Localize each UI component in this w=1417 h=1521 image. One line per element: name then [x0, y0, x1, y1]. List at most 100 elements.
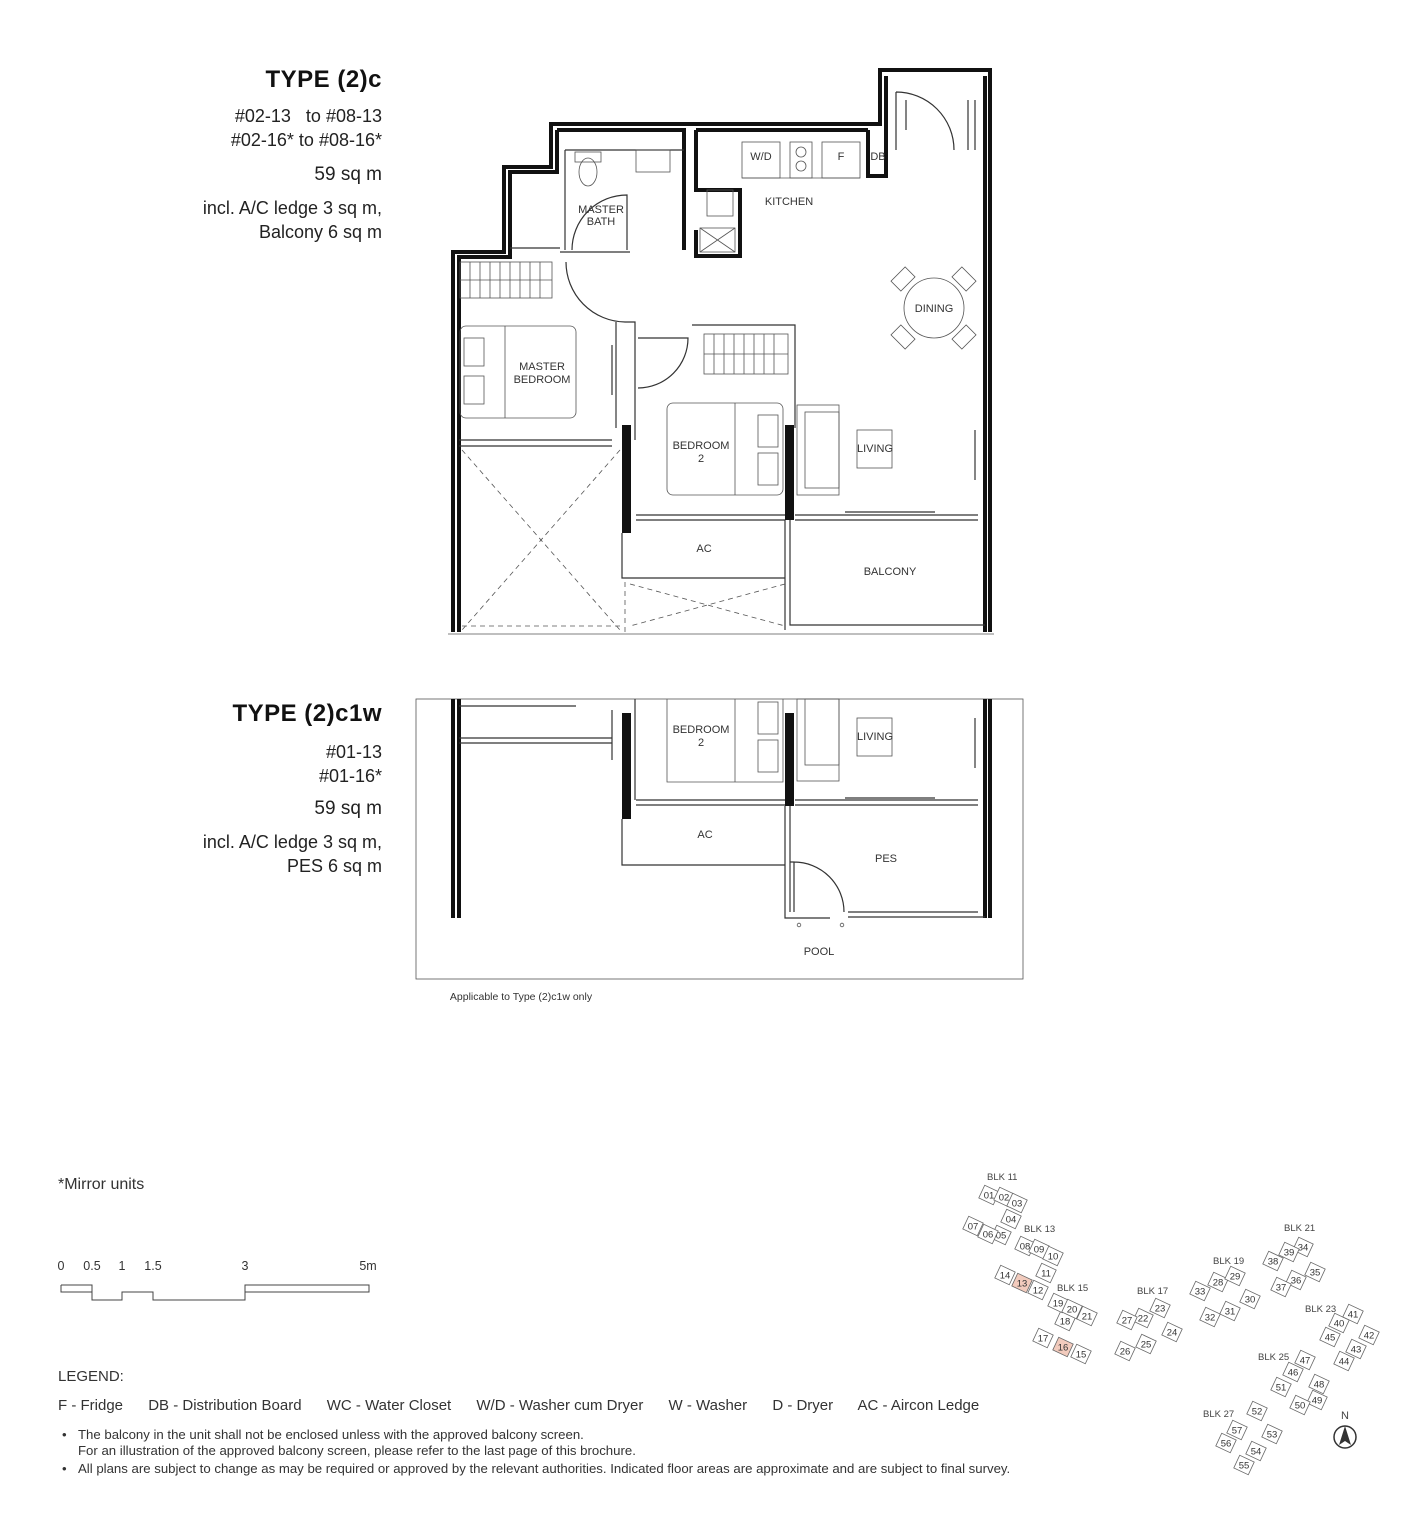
- type-2c-info: TYPE (2)c #02-13 to #08-13 #02-16* to #0…: [203, 66, 382, 244]
- site-unit-label: 45: [1325, 1333, 1336, 1344]
- north-label: N: [1341, 1410, 1349, 1422]
- blk-19-label: BLK 19: [1213, 1256, 1244, 1267]
- site-unit-label: 10: [1048, 1252, 1059, 1263]
- label-bedroom2-2: 2: [698, 453, 704, 465]
- label-living: LIVING: [857, 443, 893, 455]
- site-unit-46: 46: [1282, 1361, 1304, 1383]
- type-2c1w-area: 59 sq m: [314, 798, 382, 819]
- blk-15-label: BLK 15: [1057, 1283, 1088, 1294]
- site-unit-label: 41: [1348, 1310, 1359, 1321]
- site-unit-label: 28: [1213, 1278, 1224, 1289]
- site-unit-label: 37: [1276, 1283, 1287, 1294]
- site-unit-label: 15: [1076, 1350, 1087, 1361]
- note-balcony-line-2: For an illustration of the approved balc…: [78, 1442, 636, 1458]
- legend-item-dryer: D - Dryer: [772, 1397, 834, 1414]
- site-unit-label: 04: [1006, 1215, 1017, 1226]
- site-unit-label: 46: [1288, 1368, 1299, 1379]
- blk-11-label: BLK 11: [987, 1172, 1017, 1183]
- site-unit-label: 32: [1205, 1313, 1216, 1324]
- site-unit-14: 14: [994, 1264, 1016, 1286]
- type-2c1w-title: TYPE (2)c1w: [232, 700, 382, 727]
- type-2c-incl-2: Balcony 6 sq m: [258, 222, 382, 242]
- legend-title: LEGEND:: [58, 1368, 124, 1385]
- site-unit-label: 51: [1276, 1383, 1287, 1394]
- type-2c1w-incl-2: PES 6 sq m: [286, 856, 382, 876]
- site-unit-label: 43: [1351, 1345, 1362, 1356]
- site-unit-label: 57: [1232, 1426, 1243, 1437]
- legend-item-fridge: F - Fridge: [58, 1397, 124, 1414]
- mirror-note: *Mirror units: [58, 1176, 145, 1193]
- site-unit-label: 35: [1310, 1268, 1321, 1279]
- label-master-bath-1: MASTER: [578, 204, 624, 216]
- site-unit-16: 16: [1052, 1336, 1074, 1358]
- site-unit-label: 49: [1312, 1396, 1323, 1407]
- site-unit-label: 19: [1053, 1299, 1064, 1310]
- site-unit-label: 40: [1334, 1319, 1345, 1330]
- site-unit-label: 53: [1267, 1430, 1278, 1441]
- site-unit-label: 07: [968, 1222, 979, 1233]
- site-unit-49: 49: [1306, 1389, 1328, 1411]
- site-unit-label: 16: [1058, 1343, 1069, 1354]
- label-ac: AC: [696, 543, 711, 555]
- site-unit-label: 26: [1120, 1347, 1131, 1358]
- legend-item-ac: AC - Aircon Ledge: [857, 1397, 980, 1414]
- site-unit-22: 22: [1132, 1307, 1154, 1329]
- label-c1w-ac: AC: [697, 829, 712, 841]
- site-unit-label: 17: [1038, 1334, 1049, 1345]
- note-plans: All plans are subject to change as may b…: [62, 1461, 1010, 1477]
- site-unit-40: 40: [1328, 1312, 1350, 1334]
- site-unit-label: 14: [1000, 1271, 1011, 1282]
- site-unit-label: 36: [1291, 1276, 1302, 1287]
- floor-plan-type-2c: [448, 68, 994, 635]
- note-plans-line-1: All plans are subject to change as may b…: [78, 1461, 1011, 1476]
- scale-tick-3: 3: [242, 1259, 249, 1273]
- site-unit-13: 13: [1011, 1272, 1033, 1294]
- site-unit-07: 07: [962, 1215, 984, 1237]
- label-wd: W/D: [750, 151, 771, 163]
- site-unit-56: 56: [1215, 1432, 1237, 1454]
- scale-tick-5m: 5m: [359, 1259, 376, 1273]
- type-2c-units-2: #02-16* to #08-16*: [230, 130, 382, 150]
- site-unit-label: 31: [1225, 1307, 1236, 1318]
- label-c1w-bedroom2-1: BEDROOM: [673, 724, 730, 736]
- scale-tick-1-5: 1.5: [144, 1259, 161, 1273]
- label-kitchen: KITCHEN: [765, 196, 813, 208]
- label-master-bath-2: BATH: [587, 216, 616, 228]
- site-unit-12: 12: [1027, 1279, 1049, 1301]
- site-unit-label: 02: [999, 1193, 1010, 1204]
- site-unit-11: 11: [1035, 1262, 1057, 1284]
- label-master-bedroom-2: BEDROOM: [514, 374, 571, 386]
- legend-item-wc: WC - Water Closet: [326, 1397, 452, 1414]
- site-unit-25: 25: [1135, 1333, 1157, 1355]
- site-unit-label: 11: [1041, 1269, 1051, 1280]
- site-unit-26: 26: [1114, 1340, 1136, 1362]
- site-unit-label: 01: [984, 1191, 995, 1202]
- site-unit-03: 03: [1006, 1192, 1028, 1214]
- site-unit-label: 20: [1067, 1305, 1078, 1316]
- site-unit-label: 48: [1314, 1380, 1325, 1391]
- site-unit-label: 47: [1300, 1356, 1311, 1367]
- site-unit-label: 13: [1017, 1279, 1028, 1290]
- site-unit-04: 04: [1000, 1208, 1022, 1230]
- legend-item-wd: W/D - Washer cum Dryer: [476, 1397, 644, 1414]
- type-2c1w-incl-1: incl. A/C ledge 3 sq m,: [202, 832, 382, 852]
- site-unit-label: 33: [1195, 1287, 1206, 1298]
- type-2c-incl-1: incl. A/C ledge 3 sq m,: [202, 198, 382, 218]
- scale-tick-0: 0: [58, 1259, 65, 1273]
- site-unit-41: 41: [1342, 1303, 1364, 1325]
- label-db: DB: [870, 151, 885, 163]
- scale-tick-0-5: 0.5: [83, 1259, 100, 1273]
- site-unit-label: 24: [1167, 1328, 1178, 1339]
- site-unit-label: 25: [1141, 1340, 1152, 1351]
- site-unit-32: 32: [1199, 1306, 1221, 1328]
- label-fridge: F: [838, 151, 845, 163]
- site-unit-06: 06: [977, 1223, 999, 1245]
- site-unit-55: 55: [1233, 1454, 1255, 1476]
- site-unit-29: 29: [1224, 1265, 1246, 1287]
- site-unit-43: 43: [1345, 1338, 1367, 1360]
- site-unit-label: 29: [1230, 1272, 1241, 1283]
- site-unit-label: 52: [1252, 1407, 1263, 1418]
- site-unit-label: 44: [1339, 1357, 1350, 1368]
